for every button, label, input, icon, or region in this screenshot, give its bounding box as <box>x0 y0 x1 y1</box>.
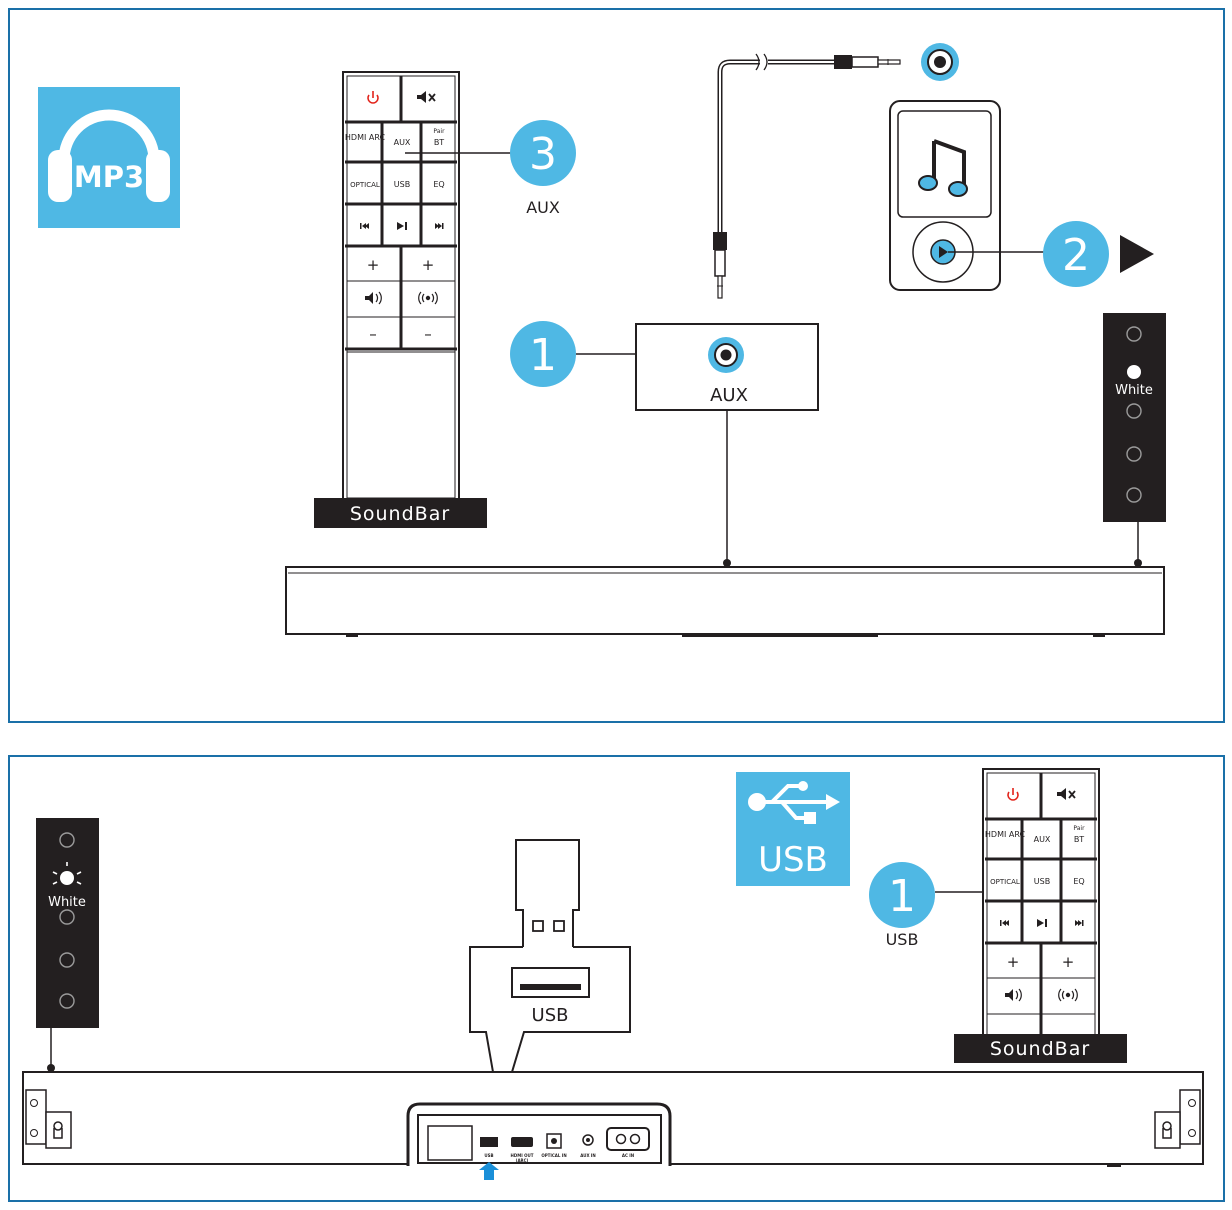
soundbar <box>285 566 1165 637</box>
rear-ac-port <box>606 1127 650 1151</box>
volume-up-key[interactable]: + <box>367 256 380 274</box>
key-optical[interactable]: OPTICAL <box>350 181 380 189</box>
key-aux[interactable]: AUX <box>394 138 411 147</box>
previous-icon[interactable] <box>360 223 369 229</box>
led-1 <box>59 832 75 848</box>
remote-brand-label-2: SoundBar <box>990 1038 1090 1060</box>
rear-label-ac-in: AC IN <box>622 1153 634 1158</box>
led-4 <box>59 952 75 968</box>
led-3 <box>1126 403 1142 419</box>
remote-control-2: HDMI ARC AUX Pair BT OPTICAL USB EQ + + <box>982 768 1100 1040</box>
audio-cable <box>717 53 834 232</box>
step-3-number: 3 <box>529 129 557 180</box>
music-note-icon <box>918 139 968 197</box>
mute-icon[interactable] <box>417 91 436 103</box>
key-aux[interactable]: AUX <box>1034 835 1051 844</box>
next-icon[interactable] <box>1075 920 1084 926</box>
step-1-badge <box>869 862 935 928</box>
surround-effect-icon <box>1058 988 1078 1002</box>
mp3-headphones-icon: MP3 <box>38 87 180 228</box>
key-pair[interactable]: Pair <box>1073 825 1085 832</box>
effect-down-key[interactable]: – <box>424 325 432 343</box>
key-optical[interactable]: OPTICAL <box>990 878 1020 886</box>
wall-mount-hole-right <box>1154 1111 1181 1149</box>
led-color-label: White <box>48 895 86 910</box>
rear-label-aux-in: AUX IN <box>580 1153 596 1158</box>
power-icon[interactable] <box>1007 788 1019 801</box>
power-icon[interactable] <box>367 91 379 104</box>
play-pause-icon[interactable] <box>1037 919 1047 927</box>
mp3-player <box>889 100 1001 291</box>
step-3-label: AUX <box>526 198 560 217</box>
play-icon <box>939 246 948 258</box>
play-arrow-icon <box>1120 235 1154 273</box>
effect-up-key[interactable]: + <box>1062 953 1075 971</box>
rear-hdmi-port <box>511 1137 533 1147</box>
remote-brand-label: SoundBar <box>350 503 450 525</box>
key-usb[interactable]: USB <box>394 180 410 189</box>
key-bt[interactable]: BT <box>434 138 444 147</box>
rear-usb-port <box>480 1137 498 1147</box>
play-pause-icon[interactable] <box>397 222 407 230</box>
key-pair[interactable]: Pair <box>433 128 445 135</box>
insert-arrow-icon <box>479 1162 499 1180</box>
key-usb[interactable]: USB <box>1034 877 1050 886</box>
usb-port-label: USB <box>532 1005 569 1026</box>
usb-badge-label: USB <box>758 840 828 880</box>
led-5 <box>1126 487 1142 503</box>
audio-jack-icon <box>921 43 959 81</box>
led-5 <box>59 993 75 1009</box>
rear-label-usb: USB <box>484 1153 493 1158</box>
soundbar-rear: USB HDMI OUT (ARC) OPTICAL IN AUX IN AC … <box>22 1071 1204 1167</box>
effect-up-key[interactable]: + <box>422 256 435 274</box>
mute-icon[interactable] <box>1057 788 1076 800</box>
aux-port-label: AUX <box>710 385 748 406</box>
rear-aux-port <box>582 1134 594 1146</box>
cable-plug-right <box>834 55 901 69</box>
step-1-label: USB <box>886 930 919 949</box>
remote-brand-bar-2 <box>954 1034 1127 1063</box>
rear-label-optical-in: OPTICAL IN <box>541 1153 566 1158</box>
step-2-badge <box>1043 221 1109 287</box>
step-3-badge <box>510 120 576 186</box>
rear-label-hdmi-out: HDMI OUT <box>511 1153 534 1158</box>
mp3-label: MP3 <box>74 160 144 194</box>
surround-effect-icon <box>418 291 438 305</box>
rear-label-arc: (ARC) <box>516 1158 529 1163</box>
key-eq[interactable]: EQ <box>433 180 444 189</box>
step-1-number: 1 <box>888 871 916 922</box>
rear-optical-port <box>546 1133 562 1149</box>
key-eq[interactable]: EQ <box>1073 877 1084 886</box>
remote-control: HDMI ARC AUX Pair BT OPTICAL USB EQ + + … <box>342 71 460 503</box>
led-color-label: White <box>1115 383 1153 398</box>
volume-icon <box>1005 988 1022 1002</box>
volume-down-key[interactable]: – <box>369 325 377 343</box>
led-indicator-panel-2 <box>36 818 99 1028</box>
aux-jack-icon <box>708 337 744 373</box>
key-bt[interactable]: BT <box>1074 835 1084 844</box>
step-1-badge <box>510 321 576 387</box>
led-2-flashing-icon <box>52 862 82 885</box>
remote-brand-bar <box>314 498 487 528</box>
led-1 <box>1126 326 1142 342</box>
cable-plug-bottom <box>713 232 727 299</box>
led-4 <box>1126 446 1142 462</box>
next-icon[interactable] <box>435 223 444 229</box>
step-1-number: 1 <box>529 330 557 381</box>
volume-up-key[interactable]: + <box>1007 953 1020 971</box>
volume-icon <box>365 291 382 305</box>
usb-port-icon <box>511 967 590 998</box>
usb-logo-icon: USB <box>736 772 850 886</box>
led-2-lit <box>1127 365 1141 379</box>
key-hdmi-arc[interactable]: HDMI ARC <box>345 133 386 142</box>
key-hdmi-arc[interactable]: HDMI ARC <box>985 830 1026 839</box>
step-2-number: 2 <box>1062 230 1090 281</box>
previous-icon[interactable] <box>1000 920 1009 926</box>
led-3 <box>59 909 75 925</box>
